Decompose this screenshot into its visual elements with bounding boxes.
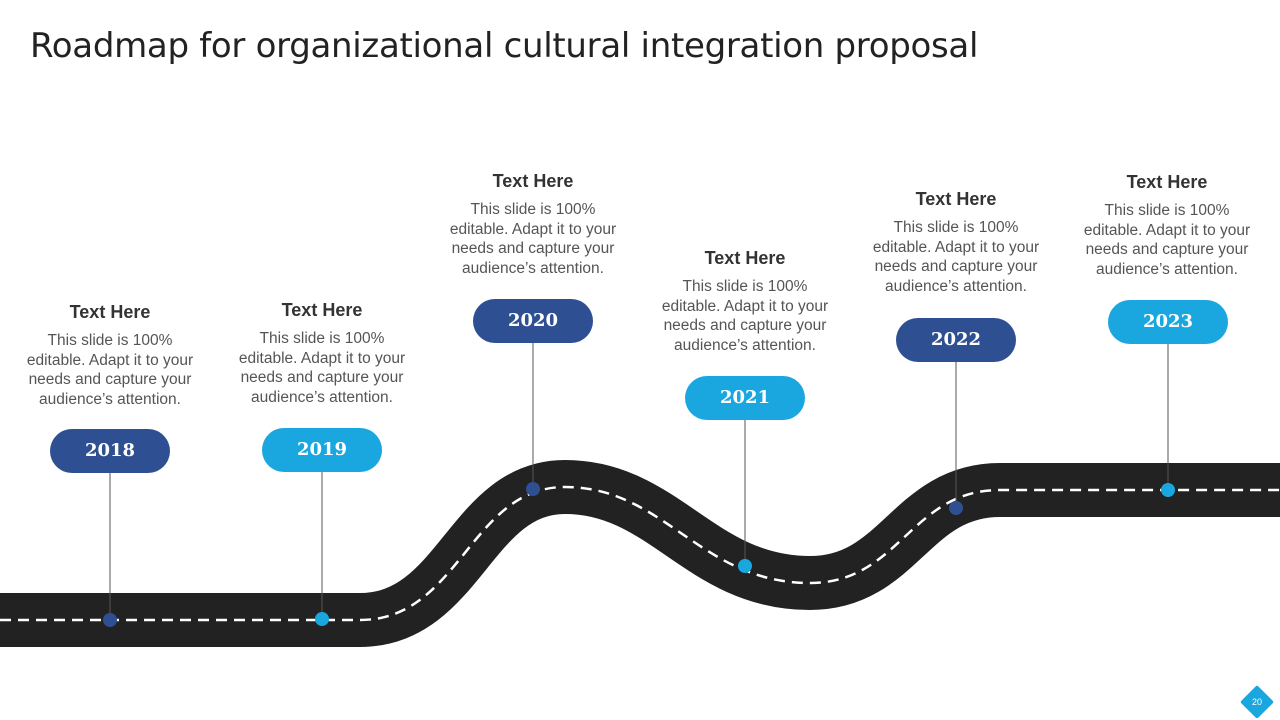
milestone-desc-line: needs and capture your xyxy=(874,258,1038,275)
milestone-text-3: Text Here This slide is 100% editable. A… xyxy=(443,170,623,278)
milestone-desc-line: editable. Adapt it to your xyxy=(26,351,194,369)
milestone-heading: Text Here xyxy=(281,300,363,320)
milestone-desc-line: editable. Adapt it to your xyxy=(872,238,1040,256)
milestone-text-2: Text Here This slide is 100% editable. A… xyxy=(232,299,412,407)
milestone-desc-line: audience’s attention. xyxy=(674,336,816,354)
milestone-text-5: Text Here This slide is 100% editable. A… xyxy=(866,188,1046,296)
milestone-description: This slide is 100% editable. Adapt it to… xyxy=(655,277,835,355)
road-marker-2021 xyxy=(738,559,752,573)
milestone-desc-line: audience’s attention. xyxy=(1096,260,1238,278)
milestone-heading: Text Here xyxy=(69,302,151,322)
page-title: Roadmap for organizational cultural inte… xyxy=(30,26,979,66)
milestone-text-6: Text Here This slide is 100% editable. A… xyxy=(1077,171,1257,279)
milestone-desc-line: needs and capture your xyxy=(28,371,192,388)
milestone-desc-line: editable. Adapt it to your xyxy=(449,220,617,238)
road-marker-2020 xyxy=(526,482,540,496)
year-badge-2023[interactable]: 2023 xyxy=(1108,300,1228,344)
milestone-description: This slide is 100% editable. Adapt it to… xyxy=(1077,201,1257,279)
milestone-desc-line: editable. Adapt it to your xyxy=(238,349,406,367)
milestone-desc-line: needs and capture your xyxy=(240,369,404,386)
milestone-desc-line: This slide is 100% xyxy=(682,278,808,295)
milestone-desc-line: audience’s attention. xyxy=(39,390,181,408)
milestone-desc-line: This slide is 100% xyxy=(1104,202,1230,219)
milestone-connectors xyxy=(109,343,1169,620)
milestone-desc-line: This slide is 100% xyxy=(259,330,385,347)
milestone-desc-line: audience’s attention. xyxy=(885,277,1027,295)
milestone-desc-line: This slide is 100% xyxy=(470,201,596,218)
milestone-desc-line: needs and capture your xyxy=(663,317,827,334)
year-badge-2022[interactable]: 2022 xyxy=(896,318,1016,362)
milestone-description: This slide is 100% editable. Adapt it to… xyxy=(866,218,1046,296)
year-badge-2019[interactable]: 2019 xyxy=(262,428,382,472)
milestone-desc-line: audience’s attention. xyxy=(251,388,393,406)
page-number: 20 xyxy=(1251,697,1262,707)
milestone-desc-line: needs and capture your xyxy=(451,240,615,257)
milestone-description: This slide is 100% editable. Adapt it to… xyxy=(232,329,412,407)
road-marker-2018 xyxy=(103,613,117,627)
milestone-markers xyxy=(103,482,1175,627)
year-badge-2018[interactable]: 2018 xyxy=(50,429,170,473)
milestone-desc-line: audience’s attention. xyxy=(462,259,604,277)
milestone-desc-line: This slide is 100% xyxy=(893,219,1019,236)
milestone-heading: Text Here xyxy=(492,171,574,191)
milestone-desc-line: This slide is 100% xyxy=(47,332,173,349)
milestone-text-4: Text Here This slide is 100% editable. A… xyxy=(655,247,835,355)
road-center-line xyxy=(0,485,1280,622)
milestone-desc-line: editable. Adapt it to your xyxy=(1083,221,1251,239)
year-badge-2021[interactable]: 2021 xyxy=(685,376,805,420)
milestone-description: This slide is 100% editable. Adapt it to… xyxy=(443,200,623,278)
milestone-text-1: Text Here This slide is 100% editable. A… xyxy=(20,301,200,409)
road-marker-2019 xyxy=(315,612,329,626)
milestone-desc-line: editable. Adapt it to your xyxy=(661,297,829,315)
milestone-desc-line: needs and capture your xyxy=(1085,241,1249,258)
year-badge-2020[interactable]: 2020 xyxy=(473,299,593,343)
milestone-heading: Text Here xyxy=(1126,172,1208,192)
milestone-description: This slide is 100% editable. Adapt it to… xyxy=(20,331,200,409)
milestone-heading: Text Here xyxy=(704,248,786,268)
road-marker-2022 xyxy=(949,501,963,515)
road-marker-2023 xyxy=(1161,483,1175,497)
milestone-heading: Text Here xyxy=(915,189,997,209)
